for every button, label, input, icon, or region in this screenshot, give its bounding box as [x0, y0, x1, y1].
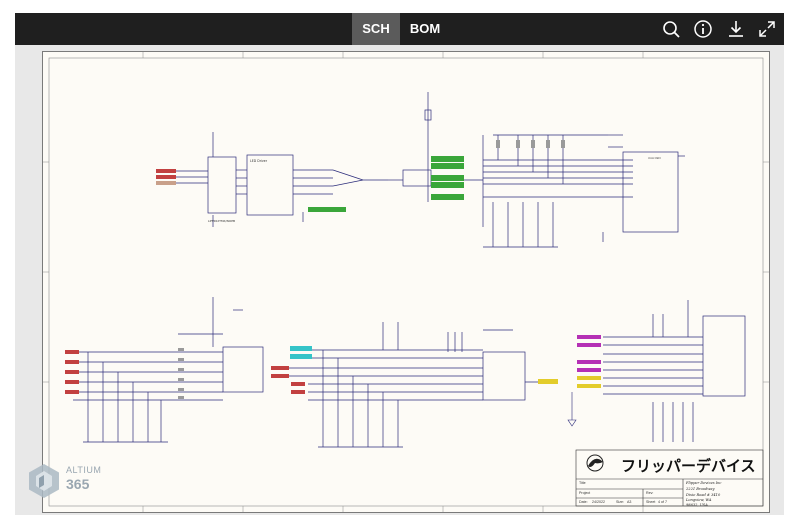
- sheet-value: 4 of 7: [658, 500, 667, 504]
- viewer-toolbar: SCH BOM: [15, 13, 784, 45]
- svg-text:LED Driver: LED Driver: [250, 159, 268, 163]
- size-value: A3: [627, 500, 632, 504]
- date-value: 24/2022: [592, 500, 605, 504]
- svg-text:LP5562TMX/NOPB: LP5562TMX/NOPB: [208, 219, 235, 223]
- date-label: Date:: [579, 500, 588, 504]
- altium-logo-icon: [29, 464, 59, 498]
- schematic-drawing: LED Driver LP5562TMX/NOPB: [43, 52, 769, 512]
- info-icon[interactable]: [693, 19, 713, 39]
- address-line-2: Dixie Road # 3410: [686, 493, 721, 497]
- tab-sch[interactable]: SCH: [352, 13, 400, 45]
- watermark-brand: ALTIUM: [66, 465, 102, 475]
- schematic-sheet[interactable]: LED Driver LP5562TMX/NOPB: [42, 51, 770, 513]
- watermark-number: 365: [66, 476, 90, 492]
- title-label: Title: [579, 481, 586, 485]
- download-icon[interactable]: [726, 19, 746, 39]
- search-icon[interactable]: [661, 19, 681, 39]
- sheet-label: Sheet: [646, 500, 656, 504]
- company-name: Flipper Devices Inc: [686, 481, 722, 485]
- company-logo-text: フリッパーデバイス: [621, 457, 756, 475]
- address-line-1: 2221 Broadway: [686, 487, 715, 491]
- project-label: Project: [579, 491, 591, 495]
- altium-365-watermark: ALTIUM 365: [27, 463, 107, 499]
- rev-label: Rev:: [646, 491, 654, 495]
- expand-icon[interactable]: [757, 19, 777, 39]
- flipper-dolphin-logo: [586, 454, 604, 472]
- address-line-4: 98632, USA: [686, 503, 708, 507]
- size-label: Size:: [616, 500, 624, 504]
- svg-text:microSD: microSD: [648, 156, 661, 160]
- address-line-3: Longview, WA: [686, 498, 712, 502]
- tab-bom[interactable]: BOM: [409, 21, 441, 36]
